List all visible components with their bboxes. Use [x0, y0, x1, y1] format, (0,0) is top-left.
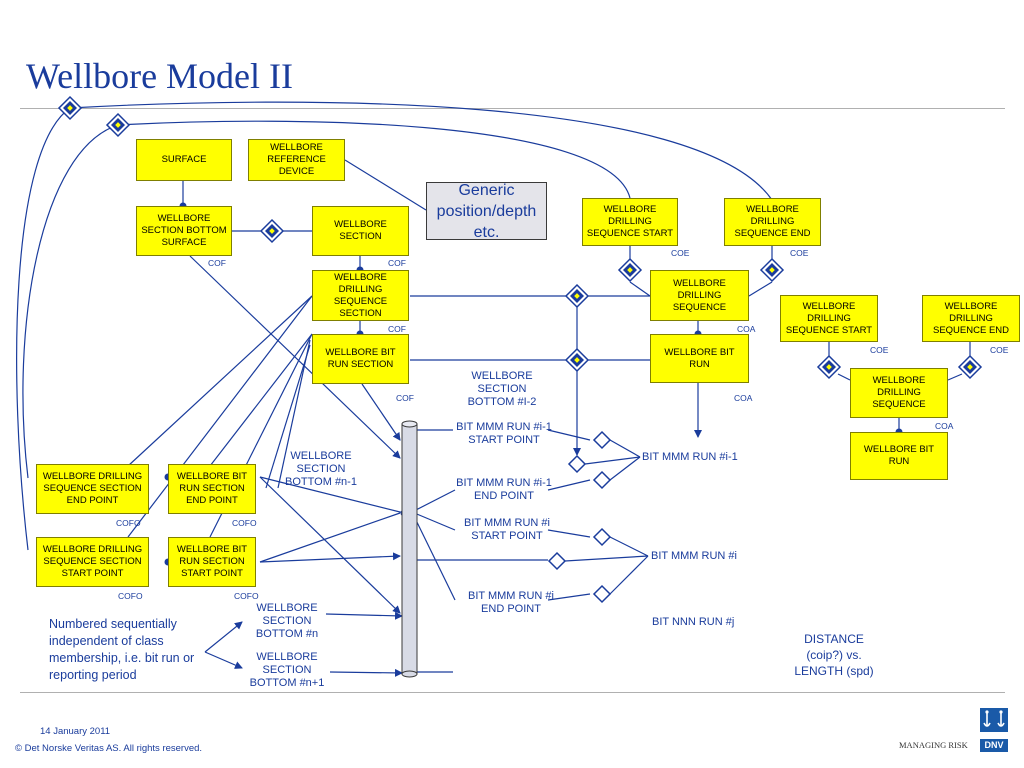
tag-cofo: COFO — [116, 518, 141, 528]
diamond-icon — [57, 95, 83, 121]
open-diamond-icon — [592, 470, 612, 490]
link-ref-device-generic — [344, 159, 427, 211]
diamond-icon — [564, 347, 590, 373]
tag-cofo: COFO — [118, 591, 143, 601]
tag-coe: COE — [671, 248, 690, 258]
box-wellbore-section: WELLBORE SECTION — [312, 206, 409, 256]
box-drilling-sequence-start-2: WELLBORE DRILLING SEQUENCE START — [780, 295, 878, 342]
box-wellbore-drilling-sequence-section: WELLBORE DRILLING SEQUENCE SECTION — [312, 270, 409, 321]
label-bit-i1-run: BIT MMM RUN #i-1 — [642, 451, 738, 463]
tag-cofo: COFO — [232, 518, 257, 528]
open-diamond-icon — [592, 584, 612, 604]
box-bit-run-section-start-point: WELLBORE BIT RUN SECTION START POINT — [168, 537, 256, 587]
loop-curve-inner — [22, 124, 119, 479]
box-drilling-sequence-2: WELLBORE DRILLING SEQUENCE — [850, 368, 948, 418]
diamond-icon — [564, 283, 590, 309]
footer-divider — [20, 692, 1005, 693]
label-section-bottom-i2: WELLBORE SECTION BOTTOM #I-2 — [467, 370, 537, 408]
box-wellbore-section-bottom-surface: WELLBORE SECTION BOTTOM SURFACE — [136, 206, 232, 256]
link-seq-2-left — [837, 373, 851, 381]
label-bit-i-start: BIT MMM RUN #i START POINT — [464, 517, 550, 542]
label-bit-nnn-run: BIT NNN RUN #j — [652, 616, 735, 628]
open-diamond-icon — [592, 430, 612, 450]
open-diamond-icon — [592, 527, 612, 547]
wellbore-cylinder — [401, 420, 418, 678]
page-title: Wellbore Model II — [26, 56, 294, 96]
box-wellbore-reference-device: WELLBORE REFERENCE DEVICE — [248, 139, 345, 181]
link-seq-1-left — [629, 281, 651, 297]
tag-coa: COA — [734, 393, 753, 403]
open-diamond-icon — [567, 454, 587, 474]
label-bit-i1-end: BIT MMM RUN #i-1 END POINT — [456, 477, 552, 502]
box-drilling-sequence-end-1: WELLBORE DRILLING SEQUENCE END — [724, 198, 821, 246]
diamond-icon — [957, 354, 983, 380]
footer-date: 14 January 2011 — [40, 726, 111, 737]
tag-coe: COE — [990, 345, 1009, 355]
box-surface: SURFACE — [136, 139, 232, 181]
footer-copyright: © Det Norske Veritas AS. All rights rese… — [15, 743, 203, 754]
header-divider — [20, 108, 1005, 109]
box-drilling-sequence-1: WELLBORE DRILLING SEQUENCE — [650, 270, 749, 321]
label-distance: DISTANCE (coip?) vs. LENGTH (spd) — [794, 632, 874, 678]
tag-cof: COF — [388, 258, 406, 268]
label-section-bottom-n-plus-1: WELLBORE SECTION BOTTOM #n+1 — [249, 651, 325, 689]
tag-coa: COA — [935, 421, 954, 431]
tag-coe: COE — [790, 248, 809, 258]
label-section-bottom-n: WELLBORE SECTION BOTTOM #n — [255, 602, 319, 640]
label-bit-i-run: BIT MMM RUN #i — [651, 550, 737, 562]
open-diamond-icon — [547, 551, 567, 571]
label-bit-i-end: BIT MMM RUN #i END POINT — [468, 590, 554, 615]
diamond-icon — [759, 257, 785, 283]
diamond-icon — [617, 257, 643, 283]
dnv-emblem-icon — [980, 708, 1008, 732]
tag-cof: COF — [388, 324, 406, 334]
dnv-logo-text: DNV — [980, 739, 1008, 752]
box-bit-run-section-end-point: WELLBORE BIT RUN SECTION END POINT — [168, 464, 256, 514]
box-drilling-sequence-end-2: WELLBORE DRILLING SEQUENCE END — [922, 295, 1020, 342]
box-drilling-sequence-start-1: WELLBORE DRILLING SEQUENCE START — [582, 198, 678, 246]
link-seq-1-right — [748, 281, 773, 297]
link-seq-2-right — [947, 373, 963, 381]
box-bit-run-2: WELLBORE BIT RUN — [850, 432, 948, 480]
loop-curve-outer — [16, 107, 71, 551]
diamond-icon — [816, 354, 842, 380]
link-section-bottom-to-cylinder — [189, 255, 401, 459]
label-section-bottom-n-minus-1: WELLBORE SECTION BOTTOM #n-1 — [285, 450, 357, 488]
tag-cof: COF — [208, 258, 226, 268]
box-bit-run-1: WELLBORE BIT RUN — [650, 334, 749, 383]
tag-cofo: COFO — [234, 591, 259, 601]
dnv-logo: DNV — [980, 708, 1008, 752]
tag-cof: COF — [396, 393, 414, 403]
box-wellbore-bit-run-section: WELLBORE BIT RUN SECTION — [312, 334, 409, 384]
link-bitrun-section-arrow — [361, 383, 401, 441]
loop-curve-outer-top — [69, 101, 773, 201]
label-bit-i1-start: BIT MMM RUN #i-1 START POINT — [456, 421, 552, 446]
loop-curve-inner-top — [117, 120, 631, 199]
tag-coe: COE — [870, 345, 889, 355]
box-drilling-seq-section-end-point: WELLBORE DRILLING SEQUENCE SECTION END P… — [36, 464, 149, 514]
footer-tagline: MANAGING RISK — [899, 740, 968, 750]
generic-position-box: Generic position/depth etc. — [426, 182, 547, 241]
box-drilling-seq-section-start-point: WELLBORE DRILLING SEQUENCE SECTION START… — [36, 537, 149, 587]
tag-coa: COA — [737, 324, 756, 334]
label-numbered-note: Numbered sequentially independent of cla… — [49, 617, 195, 682]
diamond-icon — [105, 112, 131, 138]
diamond-icon — [259, 218, 285, 244]
